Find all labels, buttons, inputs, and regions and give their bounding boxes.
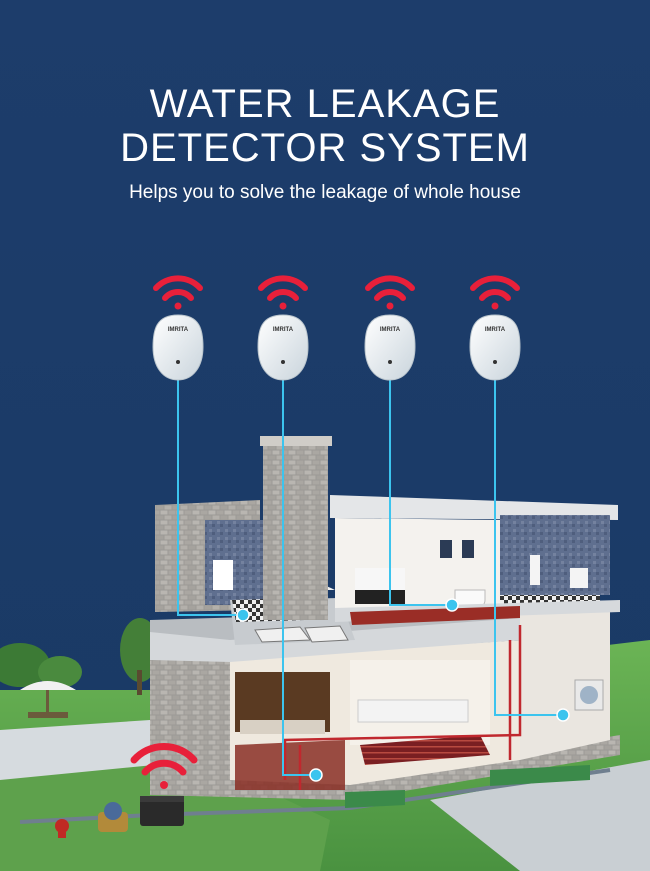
leak-sensor-4 [469,314,521,381]
main-water-pipe [19,768,611,824]
controller-hub [140,796,184,826]
leak-sensor-1 [152,314,204,381]
leak-sensor-2 [257,314,309,381]
wifi-icon-sensor-4 [470,275,520,310]
wifi-icon-sensor-2 [258,275,308,310]
hub-wifi-icon [130,743,198,789]
water-meter [55,802,128,838]
wifi-icon-sensor-1 [153,275,203,310]
garden-umbrella [20,681,76,718]
poster-subtitle: Helps you to solve the leakage of whole … [129,182,521,203]
sensor-2-brand: IMRITA [273,327,294,333]
wifi-icon-sensor-3 [365,275,415,310]
trees [0,618,160,695]
poster-title: WATER LEAKAGE DETECTOR SYSTEM [0,82,650,170]
sensor-3-brand: IMRITA [380,327,401,333]
sensor-1-brand: IMRITA [168,327,189,333]
sensor-locations [236,598,570,782]
water-pipes [283,625,522,790]
leak-sensor-3 [364,314,416,381]
title-line-1: WATER LEAKAGE [149,82,501,126]
title-line-2: DETECTOR SYSTEM [120,126,530,170]
signal-lines [177,380,563,776]
sensor-4-brand: IMRITA [485,327,506,333]
house [150,436,620,800]
floor-drains [345,765,590,808]
